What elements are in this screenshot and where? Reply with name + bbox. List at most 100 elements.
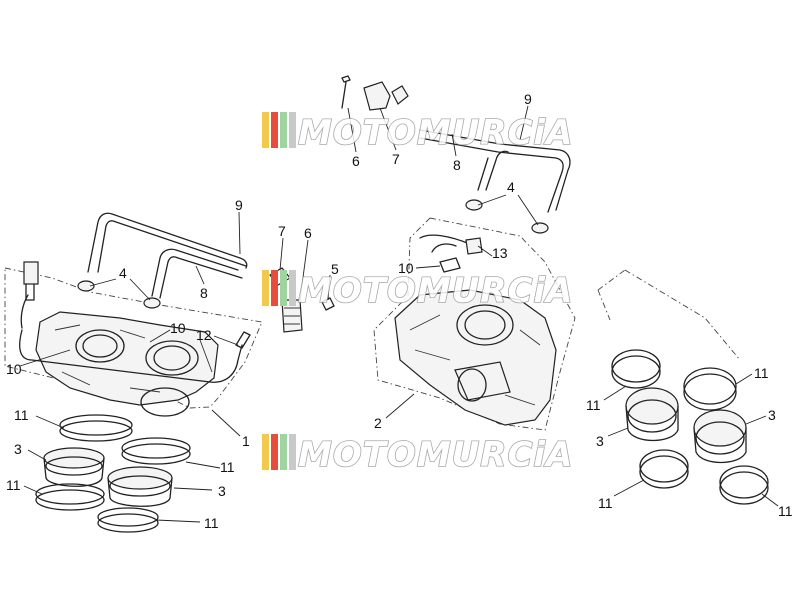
callout-left-7: 7 [278, 223, 286, 239]
middle-motor-cap [457, 368, 487, 402]
leader-left-11a [35, 415, 65, 429]
watermark-1-bar-yellow [262, 112, 269, 148]
right-sleeve-3a-body [625, 405, 679, 442]
callout-right-3b: 3 [768, 407, 776, 423]
right-sleeve-3b-body [693, 427, 747, 464]
leader-left-11c [23, 485, 43, 495]
callout-left-11d: 11 [204, 515, 219, 531]
leader-left-6 [299, 239, 309, 301]
watermark-1-bar-grey [289, 112, 296, 148]
callout-right-3a: 3 [596, 433, 604, 449]
callout-left-10a: 10 [6, 361, 22, 377]
left-clamp-11b [121, 437, 191, 459]
leader-left-7 [279, 237, 284, 271]
right-clamp-11a [611, 349, 661, 383]
callout-mid-10: 10 [398, 260, 414, 276]
leader-top-8 [451, 133, 457, 157]
callout-right-11a: 11 [586, 397, 601, 413]
leader-left-11b [185, 461, 221, 469]
leader-left-12 [213, 335, 239, 346]
leader-mid-2 [385, 393, 415, 419]
leader-right-3a [607, 427, 629, 437]
callout-right-11c: 11 [598, 495, 613, 511]
callout-left-9: 9 [235, 197, 243, 213]
top-bracket-7 [363, 81, 391, 111]
watermark-1: MOTOMURCiA [262, 112, 573, 154]
left-throttle-bore-b-inner [153, 345, 191, 371]
watermark-2: MOTOMURCiA [262, 270, 573, 312]
top-bolt-6 [341, 75, 351, 109]
left-clamp-11a [59, 414, 133, 436]
callout-left-3a: 3 [14, 441, 22, 457]
watermark-2-bar-red [271, 270, 278, 306]
left-vacuum-pipe-9b [97, 220, 247, 273]
middle-motor-housing [454, 361, 511, 401]
callout-left-3b: 3 [218, 483, 226, 499]
left-part-5 [321, 297, 335, 311]
left-ring-stack [35, 414, 191, 533]
left-clip-4b [143, 297, 161, 309]
top-clip-4a [465, 199, 483, 211]
left-throttle-bore-a-inner [82, 334, 118, 358]
left-fuel-rail [19, 329, 243, 383]
left-sleeve-3a-body [43, 457, 105, 487]
left-connector [23, 261, 39, 285]
left-clamp-11c-edge [35, 489, 105, 511]
middle-group-outline [373, 217, 576, 431]
middle-throttle-body-group [373, 217, 576, 431]
callout-numbers: 9 8 4 7 6 5 10 10 12 1 11 3 11 11 3 11 6… [6, 91, 793, 531]
leader-right-11c [613, 479, 645, 497]
right-clamp-11c-edge [639, 455, 689, 489]
left-sleeve-3a-top [43, 447, 105, 469]
callout-top-7: 7 [392, 151, 400, 167]
left-sleeve-3b-rib [109, 475, 171, 497]
right-clamp-11c [639, 449, 689, 483]
left-vacuum-pipe-8 [151, 248, 239, 297]
watermark-1-text: MOTOMURCiA [298, 113, 573, 153]
leader-top-6 [347, 107, 357, 153]
callout-left-1: 1 [242, 433, 250, 449]
right-clamp-11d-edge [719, 471, 769, 505]
middle-throttle-bore-a [456, 304, 514, 346]
callout-top-8: 8 [453, 157, 461, 173]
left-group-outline [4, 267, 263, 409]
watermark-3-bar-grey [289, 434, 296, 470]
callout-left-11c: 11 [6, 477, 21, 493]
left-throttle-housing [35, 311, 219, 406]
middle-throttle-bore-a-inner [464, 310, 506, 340]
left-clamp-11d [97, 507, 159, 527]
top-vacuum-pipe-9 [419, 129, 571, 211]
callout-left-11a: 11 [14, 407, 29, 423]
callout-left-8: 8 [200, 285, 208, 301]
left-sensor-6-threads [284, 307, 300, 325]
leader-right-11b [735, 373, 753, 385]
top-vacuum-pipe-8 [485, 150, 509, 191]
leader-left-4 [89, 278, 151, 301]
callout-left-10b: 10 [170, 320, 186, 336]
left-throttle-details [54, 324, 213, 393]
callout-left-5: 5 [331, 261, 339, 277]
middle-part-10 [439, 257, 461, 273]
leader-left-1 [211, 409, 241, 437]
callout-mid-13: 13 [492, 245, 508, 261]
right-clamp-11a-edge [611, 355, 661, 389]
watermark-3-text: MOTOMURCiA [298, 435, 573, 475]
right-ring-stack [597, 269, 769, 505]
callout-mid-2: 2 [374, 415, 382, 431]
left-throttle-bore-a [75, 329, 125, 363]
watermark-1-bar-green [280, 112, 287, 148]
left-clamp-11b-edge [121, 443, 191, 465]
leader-right-11d [761, 493, 779, 507]
leader-right-11a [603, 385, 627, 401]
watermark-3-bar-yellow [262, 434, 269, 470]
callout-top-9: 9 [524, 91, 532, 107]
callout-right-11d: 11 [778, 503, 793, 519]
leader-right-3b [745, 415, 767, 425]
leader-top-9 [519, 105, 529, 141]
left-clamp-11d-edge [97, 513, 159, 533]
leader-top-4 [477, 194, 539, 226]
top-parts-group [341, 75, 571, 234]
left-vacuum-pipe-8b [159, 256, 243, 299]
